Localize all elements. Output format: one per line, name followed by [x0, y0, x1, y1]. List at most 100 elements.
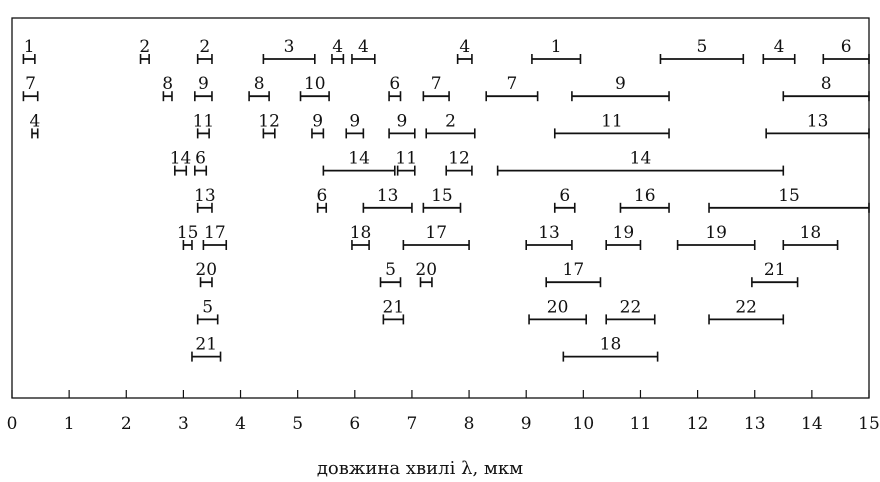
- x-tick-label: 4: [235, 414, 246, 434]
- x-tick-label: 2: [121, 414, 132, 434]
- band: 8: [248, 74, 270, 102]
- band-label: 18: [350, 223, 372, 243]
- band: 13: [525, 223, 573, 250]
- band-label: 22: [620, 297, 642, 317]
- band-label: 7: [431, 74, 442, 94]
- band-label: 8: [821, 74, 832, 94]
- x-tick-label: 3: [178, 414, 189, 434]
- band: 4: [351, 37, 376, 64]
- band-label: 19: [613, 223, 635, 243]
- band: 6: [388, 74, 402, 102]
- band: 2: [425, 111, 476, 139]
- band-label: 1: [551, 37, 562, 57]
- x-tick-label: 11: [630, 414, 652, 434]
- x-tick-label: 12: [687, 414, 709, 434]
- band: 16: [619, 186, 670, 213]
- band: 7: [422, 74, 450, 102]
- band: 10: [299, 74, 330, 102]
- band: 17: [402, 223, 470, 250]
- band-label: 8: [162, 74, 173, 94]
- band-label: 20: [415, 260, 437, 280]
- band-label: 6: [559, 186, 570, 206]
- band-label: 6: [195, 149, 206, 169]
- band-label: 9: [615, 74, 626, 94]
- band: 8: [162, 74, 173, 102]
- band-label: 4: [358, 37, 369, 57]
- band: 21: [751, 260, 799, 288]
- band-label: 12: [448, 149, 470, 169]
- band-label: 11: [601, 111, 623, 131]
- x-tick-label: 6: [349, 414, 360, 434]
- band-label: 2: [139, 37, 150, 57]
- band-label: 3: [284, 37, 295, 57]
- band-label: 18: [800, 223, 822, 243]
- band-label: 8: [254, 74, 265, 94]
- band-label: 1: [24, 37, 35, 57]
- band: 18: [350, 223, 372, 250]
- band: 13: [194, 186, 216, 213]
- band: 14: [322, 149, 396, 176]
- band: 7: [22, 74, 39, 102]
- band: 9: [345, 111, 365, 139]
- band: 4: [29, 111, 40, 139]
- band: 18: [782, 223, 839, 250]
- band: 22: [708, 297, 785, 325]
- band-label: 7: [25, 74, 36, 94]
- band: 7: [485, 74, 539, 102]
- band-label: 21: [383, 297, 405, 317]
- band-label: 9: [312, 111, 323, 131]
- band-label: 7: [507, 74, 518, 94]
- band-label: 20: [547, 297, 569, 317]
- band: 2: [196, 37, 213, 64]
- band-label: 9: [198, 74, 209, 94]
- band: 15: [708, 186, 870, 213]
- band-label: 5: [385, 260, 396, 280]
- band-label: 6: [317, 186, 328, 206]
- band-label: 9: [397, 111, 408, 131]
- band-label: 10: [304, 74, 326, 94]
- band-label: 13: [807, 111, 829, 131]
- band: 9: [311, 111, 325, 139]
- band-label: 13: [194, 186, 216, 206]
- band: 4: [331, 37, 345, 64]
- band: 14: [170, 149, 192, 176]
- band-label: 21: [195, 335, 217, 355]
- x-tick-label: 13: [744, 414, 766, 434]
- band: 14: [496, 149, 785, 176]
- band-label: 11: [193, 111, 215, 131]
- band: 6: [822, 37, 870, 64]
- band-label: 13: [538, 223, 560, 243]
- band-label: 14: [170, 149, 192, 169]
- band: 17: [202, 223, 228, 250]
- band: 20: [528, 297, 587, 325]
- band: 6: [194, 149, 208, 176]
- x-tick-label: 15: [858, 414, 880, 434]
- band-label: 4: [774, 37, 785, 57]
- band-label: 20: [195, 260, 217, 280]
- band: 4: [762, 37, 796, 64]
- x-tick-label: 9: [521, 414, 532, 434]
- band: 18: [562, 335, 659, 362]
- band: 5: [659, 37, 745, 64]
- band-label: 15: [431, 186, 453, 206]
- band-label: 18: [600, 335, 622, 355]
- band: 11: [193, 111, 215, 139]
- band: 9: [388, 111, 416, 139]
- x-tick-label: 7: [407, 414, 418, 434]
- band-label: 13: [377, 186, 399, 206]
- x-tick-label: 0: [7, 414, 18, 434]
- band: 13: [765, 111, 870, 139]
- band-label: 11: [395, 149, 417, 169]
- band: 15: [422, 186, 462, 213]
- band: 11: [553, 111, 670, 139]
- band: 1: [531, 37, 582, 64]
- band-label: 15: [778, 186, 800, 206]
- x-axis-label: довжина хвилі λ, мкм: [317, 458, 523, 479]
- band: 22: [605, 297, 656, 325]
- band-label: 14: [630, 149, 652, 169]
- band-label: 9: [349, 111, 360, 131]
- band: 1: [22, 37, 36, 64]
